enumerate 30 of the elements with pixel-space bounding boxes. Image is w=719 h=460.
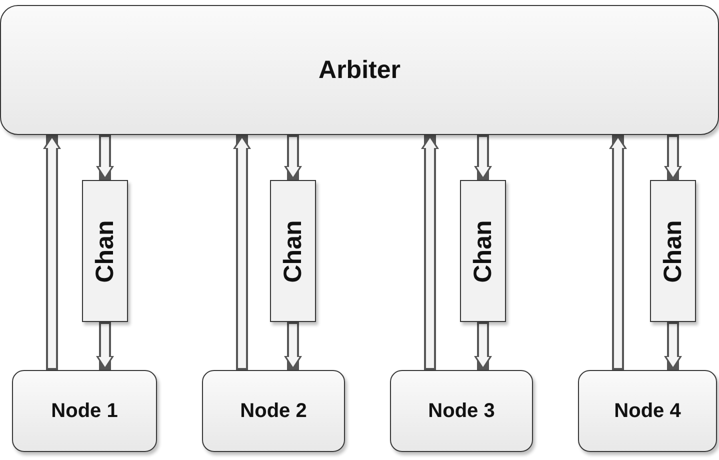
node-label: Arbiter (318, 56, 400, 84)
channel-box (270, 180, 316, 322)
block-arrow (664, 135, 682, 180)
block-arrow (43, 135, 61, 370)
rounded-box (202, 370, 345, 452)
block-arrow (474, 135, 492, 180)
node-label: Node 3 (428, 400, 495, 422)
rounded-box (0, 5, 719, 135)
block-arrow (96, 322, 114, 370)
channel-box (650, 180, 696, 322)
block-arrow (233, 135, 251, 370)
node-label: Chan (90, 220, 120, 282)
block-arrow (474, 322, 492, 370)
node-label: Chan (658, 220, 688, 282)
block-arrow (284, 322, 302, 370)
node-label: Chan (468, 220, 498, 282)
block-arrow (284, 135, 302, 180)
block-arrow (664, 322, 682, 370)
rounded-box (578, 370, 717, 452)
node-label: Node 4 (614, 400, 681, 422)
block-arrow (421, 135, 439, 370)
block-arrow (96, 135, 114, 180)
node-label: Node 1 (51, 400, 118, 422)
node-label: Chan (278, 220, 308, 282)
channel-box (460, 180, 506, 322)
channel-box (82, 180, 128, 322)
rounded-box (12, 370, 157, 452)
node-label: Node 2 (240, 400, 307, 422)
block-arrow (609, 135, 627, 370)
rounded-box (390, 370, 533, 452)
